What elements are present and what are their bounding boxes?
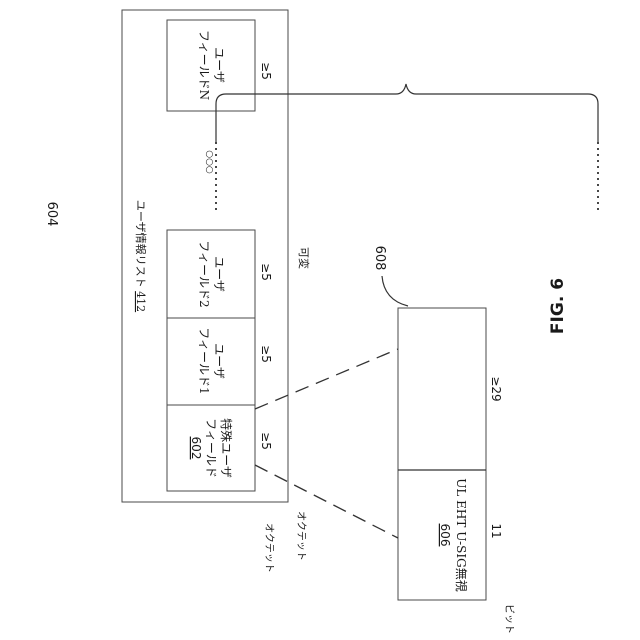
ignore-bits: 11 — [489, 523, 503, 538]
special-user-field-ref: 602 — [189, 437, 203, 460]
user-field-1-line2: フィールド1 — [197, 327, 211, 394]
octets-label-1: オクテット — [263, 523, 275, 573]
bits-label: ビット — [503, 604, 515, 634]
ul-eht-usig-ignore-ref: 606 — [438, 524, 452, 547]
ul-eht-usig-ignore-label: UL EHT U-SIG無視 — [454, 478, 469, 591]
user-field-1-line1: ユーザ — [212, 343, 226, 379]
detail-frame — [398, 308, 486, 600]
size-user-field-2: ≥5 — [259, 263, 273, 281]
user-info-list-ref: 412 — [134, 291, 147, 312]
user-field-2-line2: フィールド2 — [197, 240, 211, 307]
ref-608: 608 — [372, 246, 387, 271]
size-user-field-n: ≥5 — [259, 62, 273, 80]
rest-bits: ≥29 — [489, 376, 503, 401]
size-user-field-1: ≥5 — [259, 345, 273, 363]
octets-label-2: オクテット — [295, 511, 307, 561]
user-field-n-line1: ユーザ — [212, 47, 226, 83]
user-info-list-label: ユーザ情報リスト — [134, 200, 147, 291]
size-special-user-field: ≥5 — [259, 432, 273, 450]
special-user-field-line1: 特殊ユーザ — [219, 418, 234, 478]
figure-caption: FIG. 6 — [548, 278, 568, 334]
ref-604: 604 — [44, 202, 59, 227]
ellipsis: ○○○ — [204, 150, 214, 174]
special-user-field-line2: フィールド — [204, 418, 218, 478]
ref-608-leader — [382, 276, 408, 306]
user-field-n-line2: フィールドN — [197, 30, 211, 100]
variable-length-label: 可変 — [297, 247, 311, 269]
user-field-2-line1: ユーザ — [212, 256, 226, 292]
user-info-list-title: ユーザ情報リスト 412 — [134, 200, 147, 312]
